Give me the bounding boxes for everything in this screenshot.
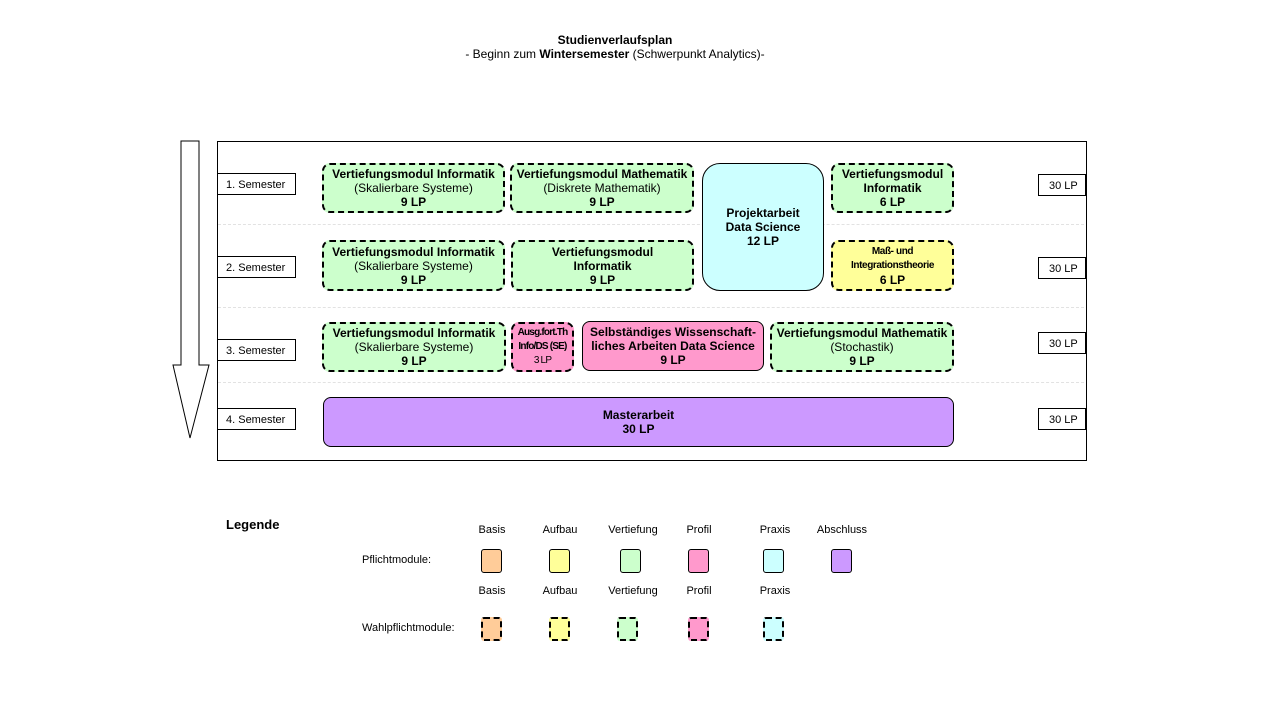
module-name: Masterarbeit	[602, 408, 675, 422]
semester-lp-2: 30 LP	[1038, 257, 1086, 279]
module-name: Vertiefungsmodul Informatik	[841, 167, 944, 195]
legend-wahlpflicht-label: Wahlpflichtmodule:	[362, 622, 455, 634]
module-card: Selbständiges Wissenschaft-liches Arbeit…	[582, 321, 764, 371]
semester-divider	[218, 224, 1084, 225]
legend-swatch-abschluss	[831, 549, 852, 573]
legend-category-label: Praxis	[759, 585, 791, 597]
semester-label-1: 1. Semester	[217, 173, 296, 195]
module-name: Ausg.fort.Th Info/DS (SE)	[517, 327, 569, 352]
semester-label-2: 2. Semester	[217, 256, 296, 278]
module-name: Projektarbeit Data Science	[725, 206, 801, 234]
module-subtitle: (Skalierbare Systeme)	[354, 258, 473, 273]
legend-swatch-praxis	[763, 617, 784, 641]
semester-lp-4: 30 LP	[1038, 408, 1086, 430]
legend-swatch-aufbau	[549, 549, 570, 573]
legend-category-label: Basis	[478, 585, 506, 597]
module-card: Vertiefungsmodul Mathematik (Diskrete Ma…	[510, 163, 694, 213]
module-lp: 9 LP	[400, 195, 427, 209]
semester-divider	[218, 307, 1084, 308]
legend-swatch-profil	[688, 617, 709, 641]
module-card: Ausg.fort.Th Info/DS (SE) 3 LP	[511, 322, 574, 372]
module-name: Vertiefungsmodul Mathematik	[516, 167, 688, 181]
module-name: Maß- und Integrationstheorie	[851, 245, 934, 271]
module-card: Vertiefungsmodul Informatik 9 LP	[511, 240, 694, 291]
module-lp: 6 LP	[879, 272, 906, 287]
legend-swatch-vertiefung	[620, 549, 641, 573]
title-line2: - Beginn zum Wintersemester (Schwerpunkt…	[0, 47, 1230, 61]
module-subtitle: (Stochastik)	[830, 340, 894, 354]
module-lp: 9 LP	[400, 272, 427, 287]
module-card: Maß- und Integrationstheorie 6 LP	[831, 240, 954, 291]
module-lp: 9 LP	[401, 354, 427, 368]
title-line1: Studienverlaufsplan	[557, 33, 673, 47]
title-bold: Wintersemester	[539, 47, 630, 61]
legend-category-label: Profil	[686, 585, 712, 597]
legend-swatch-praxis	[763, 549, 784, 573]
title-prefix: - Beginn zum	[465, 47, 540, 61]
legend-category-label: Profil	[686, 524, 712, 536]
module-card: Vertiefungsmodul Informatik (Skalierbare…	[322, 322, 506, 372]
semester-divider	[218, 382, 1084, 383]
module-lp: 9 LP	[589, 195, 615, 209]
legend-category-label: Abschluss	[816, 524, 868, 536]
module-lp: 30 LP	[622, 422, 655, 436]
module-lp: 9 LP	[660, 353, 686, 367]
legend-pflicht-label: Pflichtmodule:	[362, 554, 432, 566]
semester-lp-3: 30 LP	[1038, 332, 1086, 354]
module-lp: 6 LP	[879, 195, 906, 209]
semester-label-4: 4. Semester	[217, 408, 296, 430]
module-card: Projektarbeit Data Science 12 LP	[702, 163, 824, 291]
module-lp: 9 LP	[589, 272, 616, 287]
legend-category-label: Aufbau	[542, 524, 578, 536]
legend-swatch-vertiefung	[617, 617, 638, 641]
module-card: Vertiefungsmodul Informatik (Skalierbare…	[322, 163, 505, 213]
title-suffix: (Schwerpunkt Analytics)-	[629, 47, 765, 61]
semester-label-3: 3. Semester	[217, 339, 296, 361]
legend-category-label: Praxis	[759, 524, 791, 536]
module-card: Masterarbeit 30 LP	[323, 397, 954, 447]
plan-frame	[217, 141, 1087, 461]
module-subtitle: (Diskrete Mathematik)	[543, 181, 661, 195]
legend-category-label: Vertiefung	[608, 524, 658, 536]
legend-category-label: Aufbau	[542, 585, 578, 597]
legend-category-label: Basis	[478, 524, 506, 536]
module-card: Vertiefungsmodul Mathematik (Stochastik)…	[770, 322, 954, 372]
module-name: Selbständiges Wissenschaft-liches Arbeit…	[590, 325, 756, 353]
legend-title: Legende	[226, 517, 280, 532]
module-card: Vertiefungsmodul Informatik 6 LP	[831, 163, 954, 213]
page-title: Studienverlaufsplan - Beginn zum Winters…	[0, 33, 1230, 61]
legend-swatch-basis	[481, 549, 502, 573]
timeline-arrow	[172, 140, 210, 439]
module-lp: 12 LP	[746, 234, 779, 248]
legend-swatch-basis	[481, 617, 502, 641]
module-subtitle: (Skalierbare Systeme)	[354, 340, 474, 354]
semester-lp-1: 30 LP	[1038, 174, 1086, 196]
module-card: Vertiefungsmodul Informatik (Skalierbare…	[322, 240, 505, 291]
module-name: Vertiefungsmodul Informatik	[332, 244, 495, 259]
legend-swatch-profil	[688, 549, 709, 573]
module-lp: 3 LP	[533, 355, 552, 366]
module-lp: 9 LP	[849, 354, 875, 368]
module-name: Vertiefungsmodul Mathematik	[776, 326, 948, 340]
legend-category-label: Vertiefung	[608, 585, 658, 597]
module-name: Vertiefungsmodul Informatik	[551, 244, 654, 273]
module-name: Vertiefungsmodul Informatik	[332, 167, 495, 181]
legend-swatch-aufbau	[549, 617, 570, 641]
module-subtitle: (Skalierbare Systeme)	[354, 181, 473, 195]
module-name: Vertiefungsmodul Informatik	[332, 326, 496, 340]
